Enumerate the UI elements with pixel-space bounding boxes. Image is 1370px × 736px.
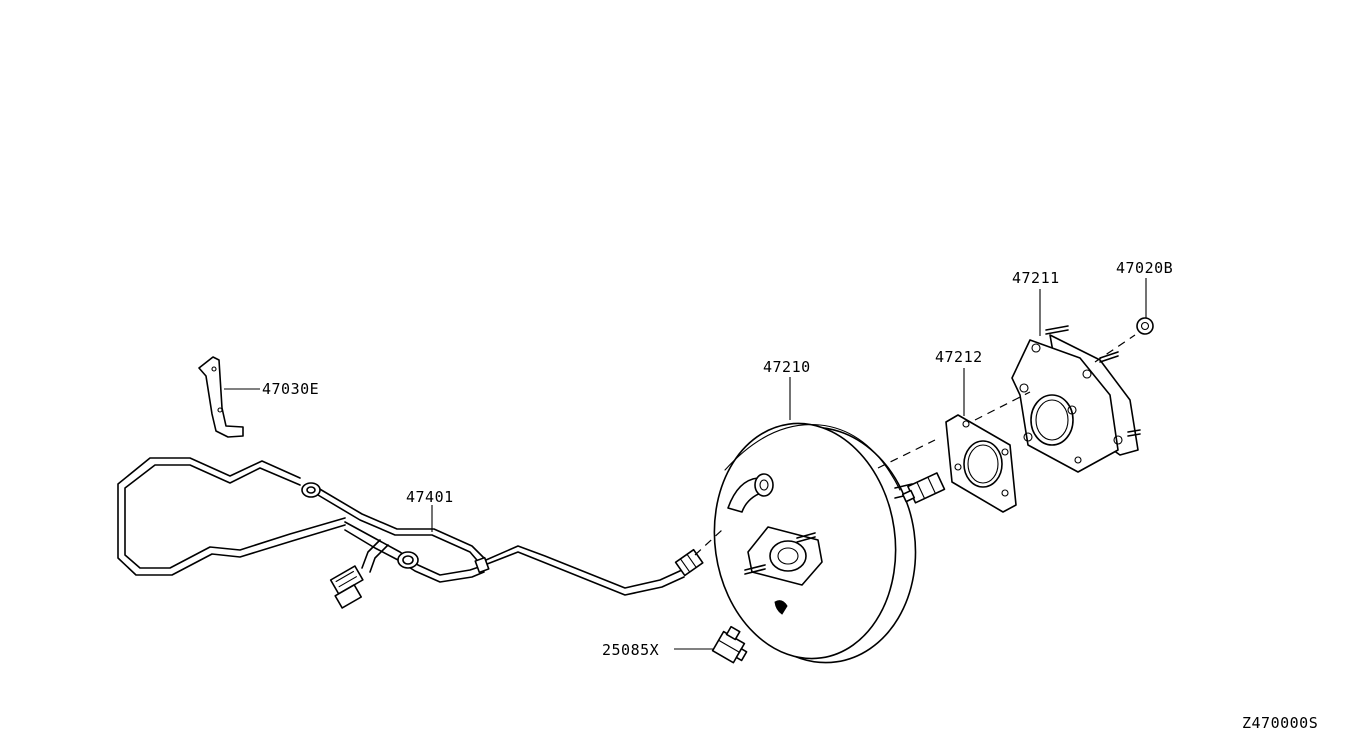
bracket-47030e	[198, 356, 244, 438]
label-47030e: 47030E	[262, 380, 319, 398]
assembly-axis	[877, 439, 936, 469]
label-25085x: 25085X	[602, 641, 659, 659]
figure-code: Z470000S	[1242, 714, 1318, 732]
label-47020b: 47020B	[1116, 259, 1173, 277]
gasket-47212	[945, 414, 1017, 513]
label-47212: 47212	[935, 348, 983, 366]
plate-47211	[1011, 325, 1141, 473]
brake-booster-47210	[713, 422, 946, 664]
hose-axis	[694, 529, 723, 556]
label-47211: 47211	[1012, 269, 1060, 287]
assembly-axis-2	[974, 391, 1031, 421]
valve-25085x	[711, 625, 748, 664]
assembly-axis-3	[1094, 334, 1136, 363]
label-47210: 47210	[763, 358, 811, 376]
label-47401: 47401	[406, 488, 454, 506]
nut-47020b	[1136, 317, 1154, 335]
vacuum-hose-47401	[117, 457, 704, 609]
leader-lines	[224, 278, 1147, 650]
